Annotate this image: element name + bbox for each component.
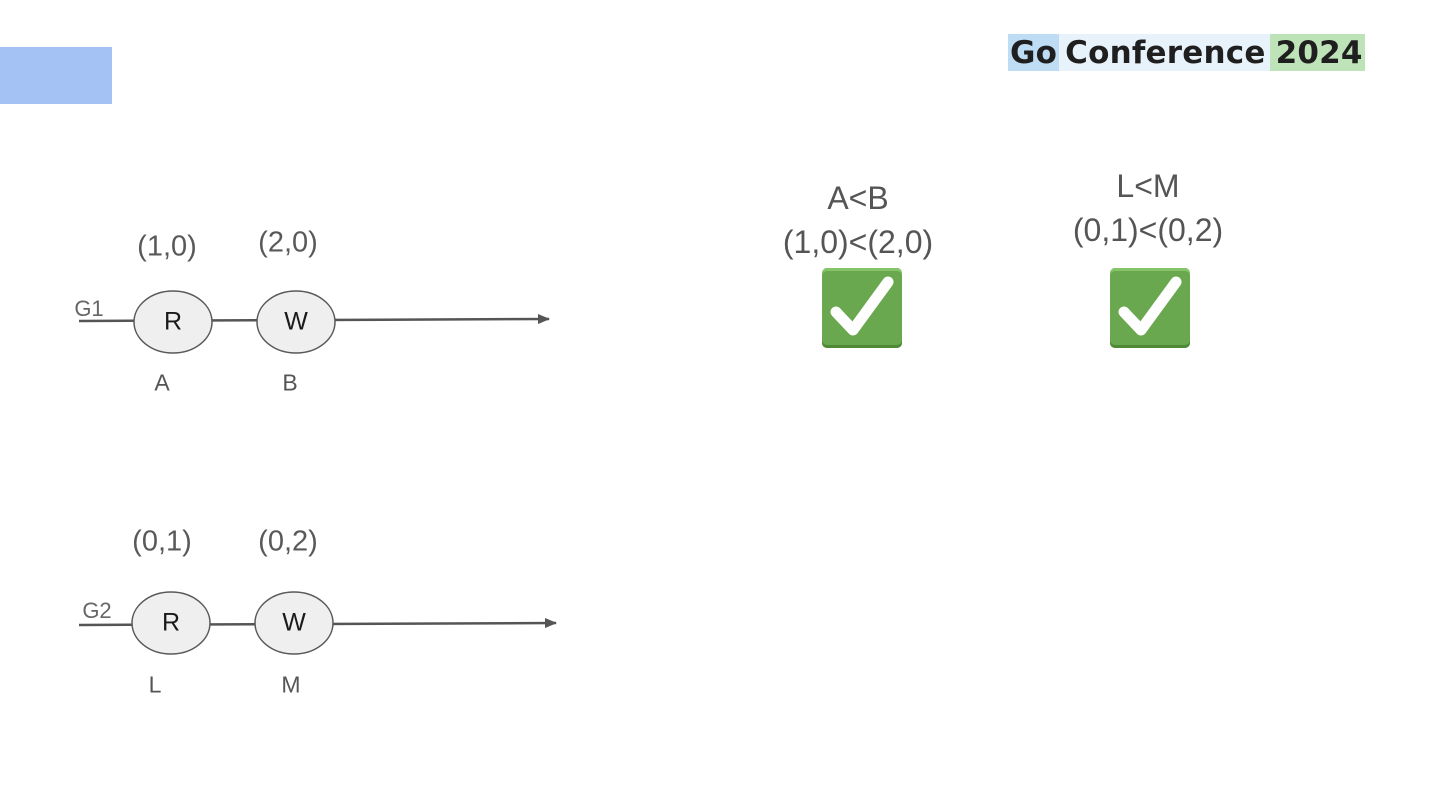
- corner-decoration: [0, 47, 112, 104]
- comparison-relation: A<B: [827, 180, 889, 216]
- event-op-m: W: [282, 608, 306, 637]
- event-op-l: R: [161, 608, 181, 637]
- check-mark-icon: [1110, 268, 1190, 348]
- brand-word-conference: Conference: [1059, 34, 1270, 71]
- clock-label-m: (0,2): [258, 525, 318, 558]
- event-op-a: R: [163, 307, 183, 336]
- brand-word-year: 2024: [1269, 34, 1365, 71]
- event-node-a: [133, 290, 213, 354]
- brand-word-go: Go: [1008, 34, 1060, 71]
- comparison-clocks: (0,1)<(0,2): [1072, 212, 1224, 248]
- clock-label-a: (1,0): [137, 230, 197, 263]
- comparison-l-m: L<M (0,1)<(0,2): [1073, 164, 1223, 252]
- comparison-clocks: (1,0)<(2,0): [782, 224, 934, 260]
- comparison-relation: L<M: [1116, 168, 1180, 204]
- event-label-a: A: [154, 369, 170, 396]
- comparison-a-b: A<B (1,0)<(2,0): [783, 176, 933, 264]
- event-label-b: B: [282, 369, 298, 396]
- event-op-b: W: [284, 307, 308, 336]
- clock-label-b: (2,0): [258, 226, 318, 259]
- event-label-m: M: [281, 671, 301, 698]
- event-node-b: [256, 290, 336, 354]
- event-node-l: [131, 591, 211, 655]
- clock-label-l: (0,1): [132, 525, 192, 558]
- event-label-l: L: [148, 671, 162, 698]
- timeline-name-g2: G2: [82, 598, 112, 623]
- timeline-name-g1: G1: [74, 296, 104, 321]
- check-mark-icon: [822, 268, 902, 348]
- event-node-m: [254, 591, 334, 655]
